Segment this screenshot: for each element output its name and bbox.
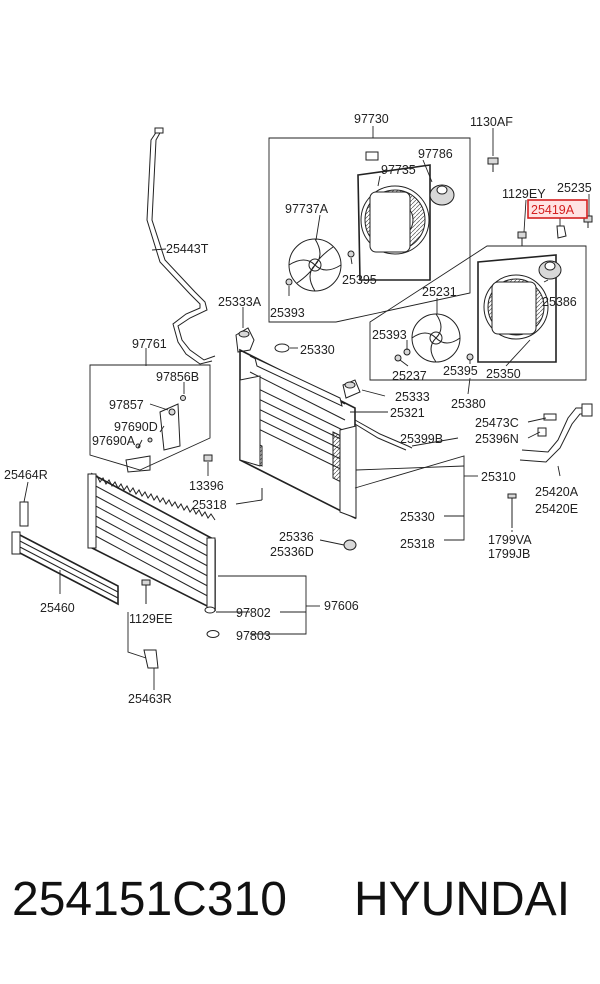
radiator-25310 xyxy=(239,348,357,520)
receiver-drier-25460 xyxy=(11,531,119,606)
fan-blade-97737A xyxy=(288,238,342,292)
label-25336: 25336 xyxy=(279,530,314,544)
cap-97803 xyxy=(206,630,220,638)
fan-assembly-group-frame-upper xyxy=(268,137,471,323)
label-25330-lower: 25330 xyxy=(400,510,435,524)
mount-25336 xyxy=(343,539,357,551)
label-97690A: 97690A xyxy=(92,434,136,448)
label-25350: 25350 xyxy=(486,367,521,381)
label-97690D: 97690D xyxy=(114,420,158,434)
bracket-25321 xyxy=(254,357,343,407)
label-25321: 25321 xyxy=(390,406,425,420)
label-25393-lower: 25393 xyxy=(372,328,407,342)
motor-25386 xyxy=(538,260,562,280)
upper-fan-shroud xyxy=(357,164,431,281)
footer-part-number: 254151C310 xyxy=(12,873,287,926)
label-25380: 25380 xyxy=(451,397,486,411)
condenser-97606 xyxy=(87,472,216,612)
label-25464R: 25464R xyxy=(4,468,48,482)
fan-assembly-group-frame-lower xyxy=(369,245,587,381)
label-25393-upper: 25393 xyxy=(270,306,305,320)
label-25473C: 25473C xyxy=(475,416,519,430)
lower-fan-shroud xyxy=(477,254,557,363)
fan-blade-25231 xyxy=(411,313,461,363)
label-97735: 97735 xyxy=(381,163,416,177)
label-25396N: 25396N xyxy=(475,432,519,446)
grommet-25237 xyxy=(394,354,402,362)
label-13396: 13396 xyxy=(189,479,224,493)
label-97737A: 97737A xyxy=(285,202,329,216)
label-25419A: 25419A xyxy=(531,203,575,217)
bracket-25464R xyxy=(19,501,29,527)
bracket-25463R xyxy=(143,649,159,669)
bolt-1129EE xyxy=(141,579,151,604)
screw-1129EY xyxy=(517,231,527,246)
label-25420E: 25420E xyxy=(535,502,578,516)
label-1799VA: 1799VA xyxy=(488,533,532,547)
label-25310: 25310 xyxy=(481,470,516,484)
cap-97802 xyxy=(204,606,216,614)
label-25395-upper: 25395 xyxy=(342,273,377,287)
lower-hose-25420A xyxy=(519,403,593,463)
label-25333: 25333 xyxy=(395,390,430,404)
grommet-25395-lower xyxy=(466,353,474,361)
motor-97786 xyxy=(429,184,455,206)
parts-diagram: 97730 1130AF 97786 97735 97737A 25395 25… xyxy=(4,112,593,706)
label-97606: 97606 xyxy=(324,599,359,613)
clip-25419A xyxy=(556,225,567,239)
bolt-1799VA xyxy=(507,493,517,528)
label-25395-lower: 25395 xyxy=(443,364,478,378)
label-25237: 25237 xyxy=(392,369,427,383)
bracket-group-frame xyxy=(89,364,211,471)
label-1130AF: 1130AF xyxy=(470,115,513,129)
label-97856B: 97856B xyxy=(156,370,199,384)
label-97786: 97786 xyxy=(418,147,453,161)
screw-25235 xyxy=(583,215,593,228)
highlight-box-25419A xyxy=(527,199,588,219)
footer-brand: HYUNDAI xyxy=(354,873,571,926)
label-25463R: 25463R xyxy=(128,692,172,706)
grommet-25393-upper xyxy=(285,278,293,286)
label-25460: 25460 xyxy=(40,601,75,615)
reservoir-25333A xyxy=(235,327,255,353)
small-clip-97735 xyxy=(365,151,379,161)
overflow-hose-25443T xyxy=(146,127,216,365)
label-97802: 97802 xyxy=(236,606,271,620)
bolt-1130AF xyxy=(487,157,499,172)
label-25420A: 25420A xyxy=(535,485,579,499)
tank-25333 xyxy=(342,379,361,399)
label-25231: 25231 xyxy=(422,285,457,299)
footer: 254151C310 HYUNDAI xyxy=(0,872,600,952)
grommet-25395-upper xyxy=(347,250,355,258)
label-1799JB: 1799JB xyxy=(488,547,530,561)
label-25333A: 25333A xyxy=(218,295,262,309)
label-25443T: 25443T xyxy=(166,242,209,256)
label-97761: 97761 xyxy=(132,337,167,351)
label-97730: 97730 xyxy=(354,112,389,126)
leader-lines xyxy=(23,126,590,690)
label-25318-lower: 25318 xyxy=(400,537,435,551)
clamp-25473C xyxy=(543,413,557,421)
clamp-25396N xyxy=(537,427,547,437)
screw-13396 xyxy=(203,454,213,462)
label-25386: 25386 xyxy=(542,295,577,309)
label-25330-top: 25330 xyxy=(300,343,335,357)
label-97803: 97803 xyxy=(236,629,271,643)
label-97857: 97857 xyxy=(109,398,144,412)
label-1129EY: 1129EY xyxy=(502,187,546,201)
label-25399B: 25399B xyxy=(400,432,443,446)
label-25336D: 25336D xyxy=(270,545,314,559)
plug-25330-top xyxy=(274,343,290,353)
drain-hose-25399B xyxy=(354,419,413,451)
label-25235: 25235 xyxy=(557,181,592,195)
part-number-labels: 97730 1130AF 97786 97735 97737A 25395 25… xyxy=(4,112,592,706)
label-1129EE: 1129EE xyxy=(129,612,173,626)
label-25318-upper: 25318 xyxy=(192,498,227,512)
